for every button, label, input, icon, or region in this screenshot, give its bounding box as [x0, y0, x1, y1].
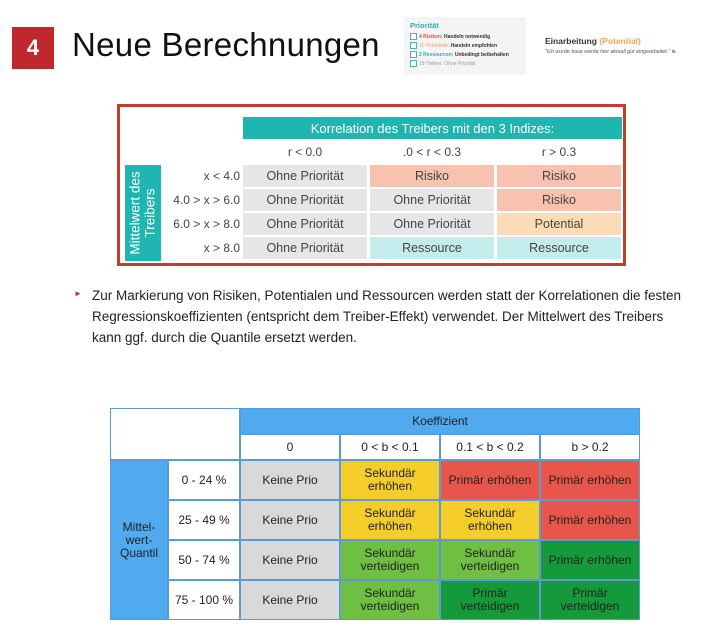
- coefficient-column-header: 0: [240, 434, 340, 460]
- legend-row-resources: 2 Ressourcen: Unbedingt beibehalten: [410, 51, 509, 58]
- correlation-column-header: r < 0.0: [287, 145, 323, 159]
- legend-count: 19 Treiber:: [419, 60, 443, 67]
- coefficient-row-label: 50 - 74 %: [168, 540, 240, 580]
- coefficient-column-header: 0.1 < b < 0.2: [440, 434, 540, 460]
- correlation-table-header: Korrelation des Treibers mit den 3 Indiz…: [243, 117, 622, 139]
- correlation-cell: Ohne Priorität: [243, 213, 367, 235]
- bullet-icon: ►: [74, 289, 82, 298]
- coefficient-cell: Primär erhöhen: [440, 460, 540, 500]
- side-label-line: Mittelwert des: [128, 171, 143, 255]
- correlation-cell: Risiko: [370, 165, 494, 187]
- slide-number-badge: 4: [12, 27, 54, 69]
- correlation-side-label: Mittelwert des Treibers: [125, 165, 161, 261]
- coefficient-table-corner: [110, 408, 240, 460]
- priority-legend: Priorität 4 Risiken: Handeln notwendig 1…: [404, 17, 526, 75]
- legend-action: Unbedingt beibehalten: [454, 51, 509, 58]
- correlation-column-header: r > 0.3: [541, 145, 577, 159]
- legend-row-drivers: 19 Treiber: Ohne Priorität: [410, 60, 475, 67]
- body-paragraph: Zur Markierung von Risiken, Potentialen …: [92, 288, 682, 345]
- coefficient-cell: Primär erhöhen: [540, 460, 640, 500]
- note-title: Einarbeitung (Potential): [545, 36, 695, 46]
- note-title-prefix: Einarbeitung: [545, 36, 600, 46]
- checkbox-icon: [410, 60, 417, 67]
- coefficient-cell: Keine Prio: [240, 540, 340, 580]
- correlation-row-label: 4.0 > x > 6.0: [173, 193, 240, 207]
- legend-action: Handeln empfohlen: [450, 42, 498, 49]
- correlation-cell: Ohne Priorität: [243, 237, 367, 259]
- page-title: Neue Berechnungen: [72, 26, 380, 63]
- checkbox-icon: [410, 42, 417, 49]
- legend-action: Handeln notwendig: [444, 33, 491, 40]
- correlation-column-header: .0 < r < 0.3: [402, 145, 462, 159]
- coefficient-cell: Keine Prio: [240, 580, 340, 620]
- correlation-cell: Potential: [497, 213, 621, 235]
- coefficient-cell: Primär erhöhen: [540, 500, 640, 540]
- correlation-cell: Ohne Priorität: [370, 189, 494, 211]
- legend-title: Priorität: [410, 21, 439, 30]
- coefficient-table-header: Koeffizient: [240, 408, 640, 434]
- coefficient-side-label: Mittel-wert-Quantil: [110, 460, 168, 620]
- coefficient-cell: Keine Prio: [240, 460, 340, 500]
- correlation-cell: Ohne Priorität: [243, 189, 367, 211]
- checkbox-icon: [410, 51, 417, 58]
- correlation-row-label: 6.0 > x > 8.0: [173, 217, 240, 231]
- correlation-cell: Risiko: [497, 165, 621, 187]
- legend-row-potentials: 11 Potentiale: Handeln empfohlen: [410, 42, 497, 49]
- note-title-accent: (Potential): [599, 36, 641, 46]
- correlation-cell: Ohne Priorität: [370, 213, 494, 235]
- side-label-line: Treibers: [143, 188, 158, 238]
- coefficient-column-header: b > 0.2: [540, 434, 640, 460]
- correlation-cell: Ohne Priorität: [243, 165, 367, 187]
- legend-count: 4 Risiken:: [419, 33, 443, 40]
- legend-action: Ohne Priorität: [444, 60, 476, 67]
- note-text: "Ich wurde base werde hier aktuell gut e…: [545, 49, 676, 55]
- correlation-row-label: x > 8.0: [203, 241, 240, 255]
- coefficient-cell: Primär erhöhen: [540, 540, 640, 580]
- coefficient-row-label: 75 - 100 %: [168, 580, 240, 620]
- legend-row-risks: 4 Risiken: Handeln notwendig: [410, 33, 490, 40]
- coefficient-column-header: 0 < b < 0.1: [340, 434, 440, 460]
- legend-count: 11 Potentiale:: [419, 42, 450, 49]
- coefficient-cell: Keine Prio: [240, 500, 340, 540]
- coefficient-row-label: 0 - 24 %: [168, 460, 240, 500]
- correlation-table: Korrelation des Treibers mit den 3 Indiz…: [117, 104, 626, 266]
- correlation-cell: Ressource: [370, 237, 494, 259]
- coefficient-row-label: 25 - 49 %: [168, 500, 240, 540]
- correlation-row-label: x < 4.0: [203, 169, 240, 183]
- correlation-cell: Ressource: [497, 237, 621, 259]
- example-note: Einarbeitung (Potential) "Ich wurde base…: [545, 36, 695, 66]
- legend-count: 2 Ressourcen:: [419, 51, 454, 58]
- checkbox-icon: [410, 33, 417, 40]
- correlation-cell: Risiko: [497, 189, 621, 211]
